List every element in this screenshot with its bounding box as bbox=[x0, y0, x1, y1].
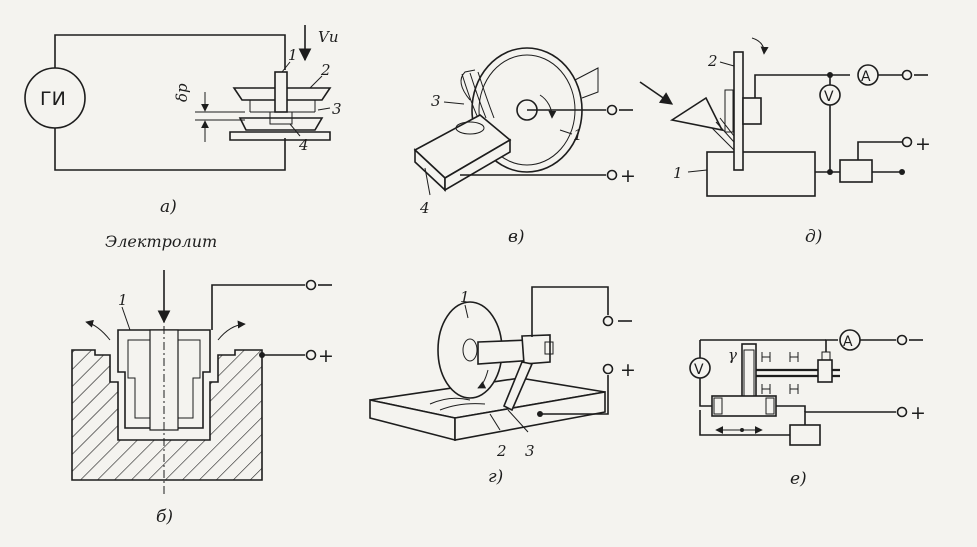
svg-text:1: 1 bbox=[673, 164, 683, 182]
generator-label: ГИ bbox=[40, 88, 66, 110]
caption-a: а) bbox=[160, 197, 177, 217]
svg-text:1: 1 bbox=[460, 288, 470, 306]
plus-sign-g: + bbox=[620, 359, 636, 381]
svg-text:2: 2 bbox=[320, 61, 331, 79]
panel-a: ГИ δр Vи 1 2 3 4 а) bbox=[24, 25, 342, 217]
svg-text:V: V bbox=[694, 362, 704, 378]
plus-sign-b: + bbox=[318, 345, 334, 367]
pulse-generator bbox=[24, 67, 86, 129]
panel-v: + 3 1 4 в) bbox=[413, 47, 636, 247]
workpiece-hatched bbox=[71, 349, 263, 481]
panel-d: A V + 2 1 д) bbox=[639, 37, 931, 247]
svg-text:1: 1 bbox=[118, 291, 128, 309]
svg-text:A: A bbox=[861, 69, 871, 85]
svg-text:2: 2 bbox=[707, 52, 718, 70]
nozzle-g bbox=[502, 361, 534, 412]
gap-label: δр bbox=[173, 83, 191, 102]
caption-d: д) bbox=[805, 227, 822, 247]
svg-text:4: 4 bbox=[419, 199, 430, 217]
svg-text:1: 1 bbox=[573, 126, 583, 144]
caption-b: б) bbox=[156, 507, 173, 527]
nozzle bbox=[669, 96, 724, 132]
plus-sign-v: + bbox=[620, 165, 636, 187]
workpiece bbox=[229, 117, 331, 141]
panel-e: V A + γ е) bbox=[689, 329, 926, 489]
disk-edge-d bbox=[733, 51, 744, 171]
svg-text:A: A bbox=[843, 334, 853, 350]
velocity-label: Vи bbox=[318, 28, 339, 46]
plus-sign-d: + bbox=[915, 133, 931, 155]
workpiece-d bbox=[706, 151, 816, 197]
caption-v: в) bbox=[508, 227, 525, 247]
plus-sign-e: + bbox=[910, 402, 926, 424]
electrolyte-label: Электролит bbox=[105, 232, 217, 251]
power-source-d bbox=[839, 159, 873, 183]
svg-text:4: 4 bbox=[298, 136, 309, 154]
power-source-e bbox=[789, 424, 821, 446]
svg-text:2: 2 bbox=[496, 442, 507, 460]
caption-g: г) bbox=[488, 467, 503, 487]
svg-text:3: 3 bbox=[431, 92, 441, 110]
svg-text:1: 1 bbox=[288, 46, 298, 64]
caption-e: е) bbox=[790, 469, 807, 489]
panel-b: Электролит + 1 б) bbox=[71, 232, 334, 527]
electrode-rod bbox=[274, 71, 288, 113]
gamma-label: γ bbox=[728, 346, 737, 364]
svg-text:3: 3 bbox=[525, 442, 535, 460]
panel-g: + 1 2 3 г) bbox=[369, 286, 636, 487]
tool-body bbox=[232, 87, 332, 101]
svg-text:V: V bbox=[824, 89, 834, 105]
svg-text:3: 3 bbox=[332, 100, 342, 118]
